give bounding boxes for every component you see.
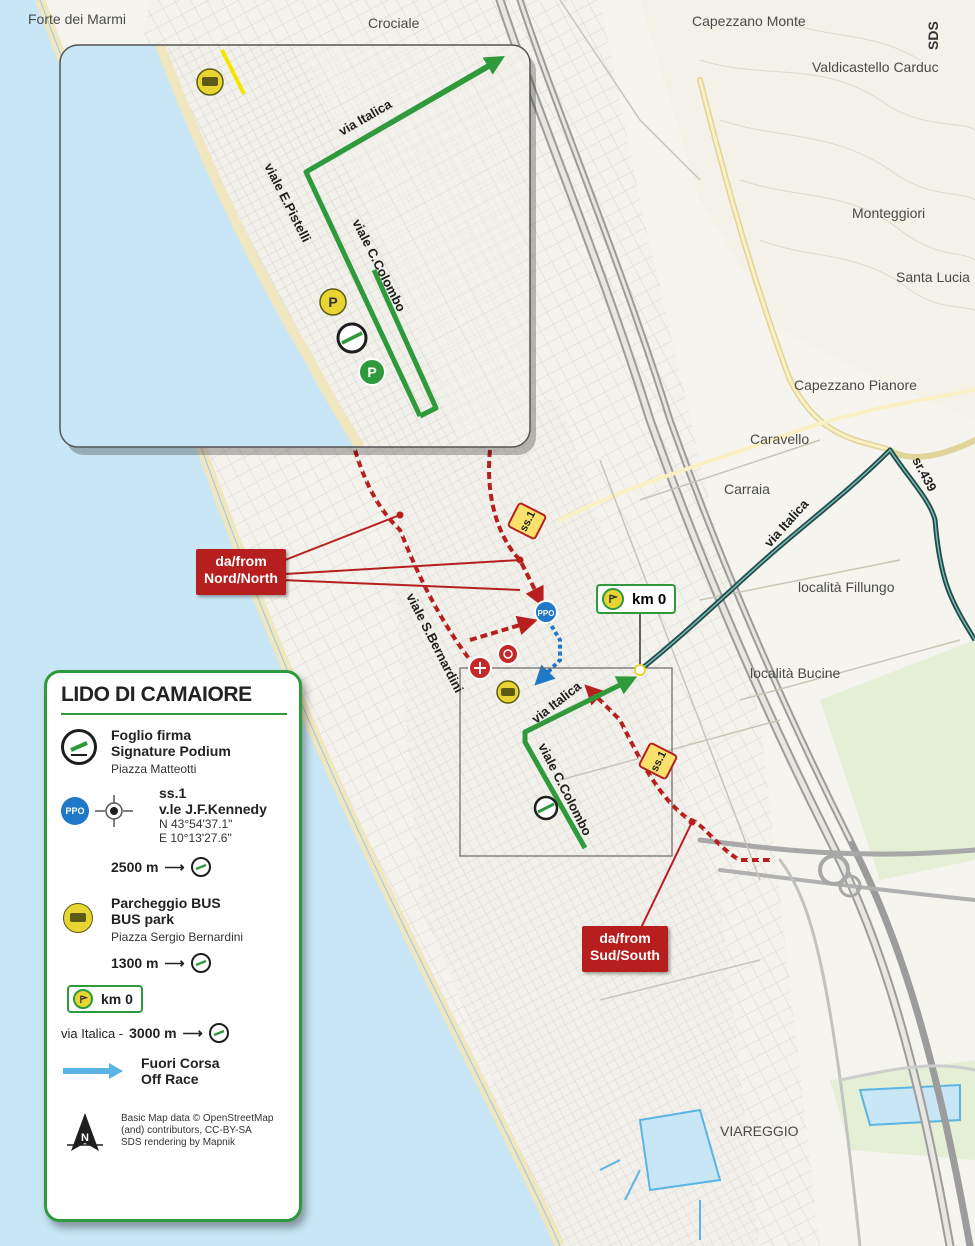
place-capezzano-pianore: Capezzano Pianore [794,377,917,393]
inset-map: P P via Italica viale E.Pistelli viale C… [59,44,536,455]
ppo-road: ss.1 [159,785,187,801]
legend-title: LIDO DI CAMAIORE [61,683,287,715]
bus-distance: 1300 m ⟶ [111,953,211,973]
off-race-arrow-icon [61,1061,125,1086]
signature-podium-icon [61,729,97,765]
svg-text:P: P [367,364,376,380]
callout-from-north: da/from Nord/North [196,549,286,595]
place-carraia: Carraia [724,481,770,497]
place-crociale: Crociale [368,15,420,31]
podium-label-it: Foglio firma [111,727,192,743]
ppo-longitude: E 10°13'27.6" [159,831,232,845]
legend-ppo: PPO ss.1 v.le J.F.Kennedy N 43°54'37.1" … [61,785,287,895]
place-valdicastello: Valdicastello Carduc [812,59,939,75]
place-bucine: località Bucine [750,665,840,681]
inset-parking-marker-2[interactable]: P [358,358,386,386]
km0-flag-icon [602,588,624,610]
legend-km0: km 0 via Italica - 3000 m ⟶ [61,985,287,1055]
inset-signature-podium-marker[interactable] [336,322,368,354]
bus-label-it: Parcheggio BUS [111,895,221,911]
km0-flag-icon [73,989,93,1009]
bus-park-icon [63,903,93,933]
callout-from-south: da/from Sud/South [582,926,668,972]
credits-line-2: (and) contributors, CC-BY-SA [121,1125,252,1136]
credits-line-1: Basic Map data © OpenStreetMap [121,1113,274,1124]
inset-bus-park-marker[interactable] [196,68,224,96]
signature-podium-marker[interactable] [533,795,559,821]
km0-distance: via Italica - 3000 m ⟶ [61,1023,229,1043]
arrow-right-icon: ⟶ [182,1024,203,1041]
off-race-label-it: Fuori Corsa [141,1055,220,1071]
bus-label-en: BUS park [111,911,175,927]
svg-text:P: P [328,294,337,310]
team-marker[interactable] [497,643,519,665]
off-race-label-en: Off Race [141,1071,199,1087]
roundabout-icon [93,793,135,834]
podium-label-en: Signature Podium [111,743,231,759]
svg-text:PPO: PPO [538,609,555,618]
place-santa-lucia: Santa Lucia [896,269,970,285]
ss1-shield-south: ss.1 [638,742,678,780]
north-arrow-icon: N [65,1111,105,1168]
legend-bus-park: Parcheggio BUS BUS park Piazza Sergio Be… [61,895,287,985]
signature-podium-icon [208,1023,229,1043]
place-fillungo: località Fillungo [798,579,895,595]
legend-credits: N Basic Map data © OpenStreetMap (and) c… [61,1111,287,1171]
place-viareggio: VIAREGGIO [720,1123,799,1139]
ppo-street: v.le J.F.Kennedy [159,801,267,817]
km0-badge[interactable]: km 0 [596,584,677,614]
arrow-right-icon: ⟶ [164,954,185,971]
legend-podium: Foglio firma Signature Podium Piazza Mat… [61,727,287,785]
km0-legend-badge: km 0 [101,991,133,1007]
podium-place: Piazza Matteotti [111,762,197,776]
legend-panel: LIDO DI CAMAIORE Foglio firma Signature … [44,670,302,1222]
arrow-right-icon: ⟶ [164,858,185,875]
place-forte-dei-marmi: Forte dei Marmi [28,11,126,27]
place-monteggiori: Monteggiori [852,205,925,221]
svg-text:N: N [81,1132,89,1144]
start-marker[interactable] [468,656,492,680]
sds-mark: SDS [925,21,941,50]
legend-off-race: Fuori Corsa Off Race [61,1055,287,1111]
ss1-shield-north: ss.1 [507,502,547,540]
bus-place: Piazza Sergio Bernardini [111,930,244,944]
ppo-marker[interactable]: PPO [534,600,558,624]
signature-podium-icon [190,953,211,973]
bus-park-marker[interactable] [496,680,520,704]
signature-podium-icon [190,857,211,877]
place-caravello: Caravello [750,431,809,447]
credits-line-3: SDS rendering by Mapnik [121,1137,235,1148]
ppo-icon: PPO [61,797,89,825]
ppo-latitude: N 43°54'37.1" [159,817,233,831]
ppo-distance: 2500 m ⟶ [111,857,211,877]
place-capezzano-monte: Capezzano Monte [692,13,806,29]
inset-parking-marker-1[interactable]: P [319,288,347,316]
